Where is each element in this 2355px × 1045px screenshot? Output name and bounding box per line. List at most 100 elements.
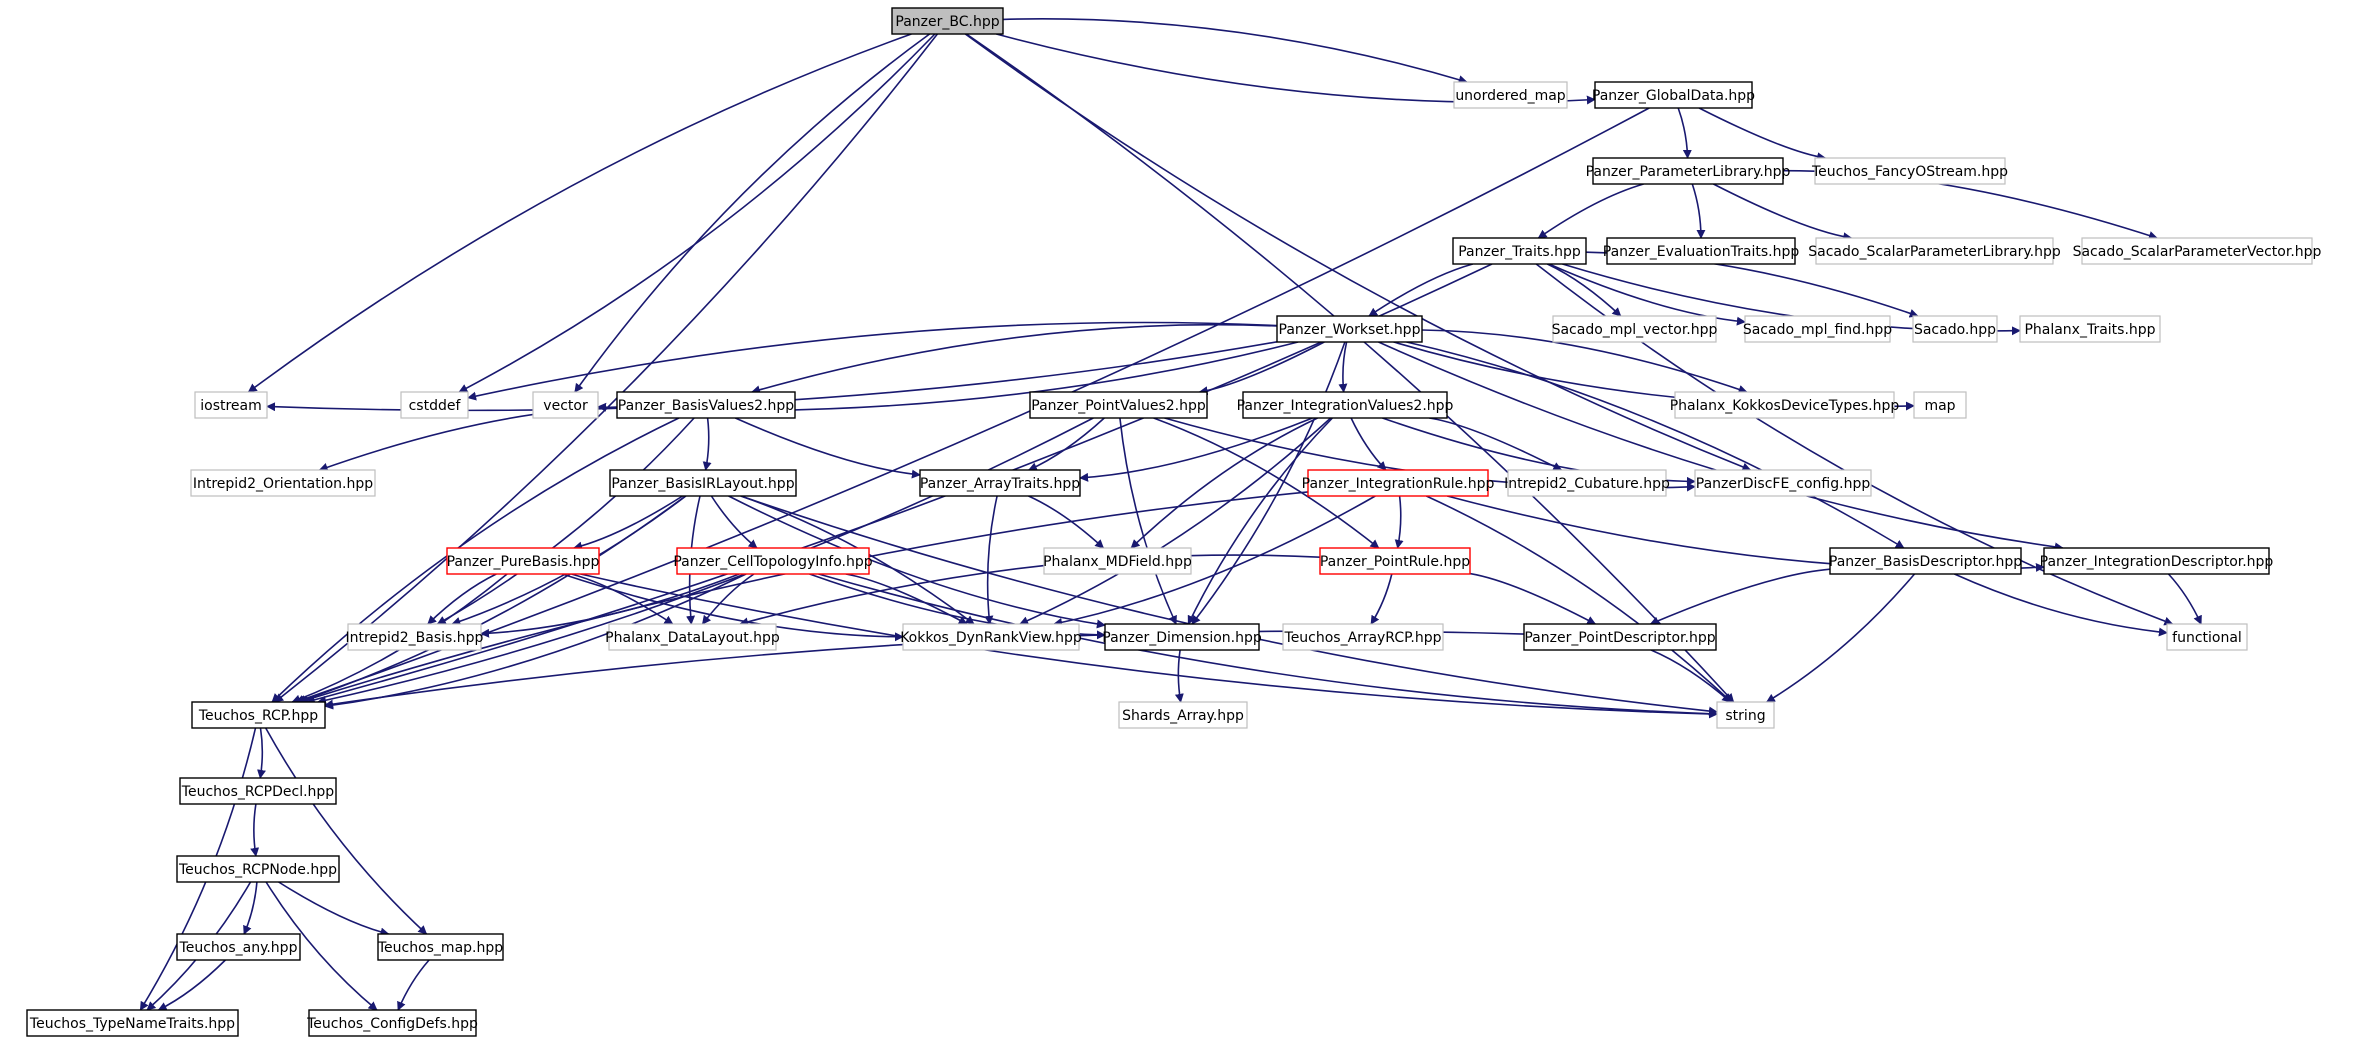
- edge-teuchos_map-to-teuchos_configdefs: [397, 959, 430, 1011]
- node-panzer-integrationdescriptor[interactable]: Panzer_IntegrationDescriptor.hpp: [2040, 547, 2274, 575]
- edge-panzer_integrationvalues2-to-panzer_arraytraits: [1079, 417, 1313, 482]
- edge-panzer_integrationrule-to-kokkos_dynrankview: [1053, 495, 1376, 627]
- node-label: Panzer_IntegrationDescriptor.hpp: [2040, 554, 2274, 570]
- edge-panzer_workset-to-panzer_integrationdescriptor: [1378, 341, 2064, 552]
- edge-panzer_basisirlayout-to-string: [740, 495, 1718, 716]
- node-panzer-globaldata[interactable]: Panzer_GlobalData.hpp: [1592, 81, 1755, 109]
- node-panzer-celltopologyinfo[interactable]: Panzer_CellTopologyInfo.hpp: [673, 547, 873, 575]
- edge-panzer_workset-to-panzer_dimension: [1191, 341, 1346, 625]
- node-panzer-integrationvalues2[interactable]: Panzer_IntegrationValues2.hpp: [1237, 391, 1454, 419]
- node-box: [532, 391, 599, 419]
- node-phalanx-kokkosdevicetypes: Phalanx_KokkosDeviceTypes.hpp: [1670, 391, 1899, 419]
- node-label: Panzer_PointDescriptor.hpp: [1524, 630, 1715, 646]
- edge-panzer_pointrule-to-panzer_pointdescriptor: [1469, 572, 1597, 625]
- node-box: [902, 623, 1080, 651]
- node-label: Teuchos_map.hpp: [377, 940, 503, 956]
- edge-panzer_basisirlayout-to-teuchos_rcp: [296, 495, 686, 704]
- node-label: Phalanx_Traits.hpp: [2024, 322, 2155, 338]
- node-box: [347, 623, 482, 651]
- node-box: [1815, 237, 2054, 265]
- edge-panzer_bc-to-cstddef: [458, 33, 936, 393]
- edge-panzer_workset-to-panzer_basisdescriptor: [1406, 341, 1905, 549]
- node-teuchos-any[interactable]: Teuchos_any.hpp: [176, 933, 301, 961]
- edge-panzer_parameterlibrary-to-panzer_evaluationtraits: [1691, 183, 1706, 239]
- node-label: Teuchos_FancyOStream.hpp: [1811, 164, 2008, 180]
- node-phalanx-traits: Phalanx_Traits.hpp: [2019, 315, 2161, 343]
- node-teuchos-map[interactable]: Teuchos_map.hpp: [377, 933, 504, 961]
- node-label: Panzer_IntegrationRule.hpp: [1302, 476, 1495, 492]
- node-panzer-purebasis[interactable]: Panzer_PureBasis.hpp: [446, 547, 600, 575]
- node-panzer-parameterlibrary[interactable]: Panzer_ParameterLibrary.hpp: [1586, 157, 1791, 185]
- node-panzer-bc[interactable]: Panzer_BC.hpp: [891, 7, 1004, 35]
- edge-panzer_pointvalues2-to-panzer_arraytraits: [1027, 417, 1105, 471]
- node-box: [2019, 315, 2161, 343]
- node-box: [1674, 391, 1895, 419]
- node-label: Panzer_PointValues2.hpp: [1031, 398, 1206, 414]
- node-teuchos-arrayrcp: Teuchos_ArrayRCP.hpp: [1282, 623, 1444, 651]
- node-label: Teuchos_RCPNode.hpp: [178, 862, 337, 878]
- edge-panzer_pointrule-to-phalanx_datalayout: [739, 554, 1321, 627]
- edge-panzer_integrationvalues2-to-phalanx_mdfield: [1130, 417, 1318, 549]
- node-label: Sacado_ScalarParameterLibrary.hpp: [1808, 244, 2061, 260]
- node-label: Panzer_PureBasis.hpp: [447, 554, 600, 570]
- node-label: Teuchos_ArrayRCP.hpp: [1284, 630, 1442, 646]
- edge-panzer_globaldata-to-teuchos_fancyostream: [1698, 107, 1827, 162]
- edge-panzer_globaldata-to-panzer_parameterlibrary: [1677, 107, 1692, 159]
- node-box: [1043, 547, 1192, 575]
- node-teuchos-rcpnode[interactable]: Teuchos_RCPNode.hpp: [176, 855, 340, 883]
- node-panzer-workset[interactable]: Panzer_Workset.hpp: [1276, 315, 1423, 343]
- node-box: [1307, 469, 1489, 497]
- node-panzer-traits[interactable]: Panzer_Traits.hpp: [1452, 237, 1587, 265]
- node-panzer-integrationrule[interactable]: Panzer_IntegrationRule.hpp: [1302, 469, 1495, 497]
- edge-panzer_celltopologyinfo-to-intrepid2_basis: [480, 573, 740, 638]
- edge-panzer_workset-to-phalanx_kokkosdevicetypes: [1421, 329, 1748, 394]
- node-box: [616, 391, 796, 419]
- node-teuchos-configdefs[interactable]: Teuchos_ConfigDefs.hpp: [306, 1009, 478, 1037]
- edge-teuchos_rcp-to-teuchos_map: [265, 727, 428, 935]
- edge-teuchos_rcpdecl-to-teuchos_rcpnode: [250, 803, 260, 857]
- node-map: map: [1913, 391, 1967, 419]
- node-panzer-pointdescriptor[interactable]: Panzer_PointDescriptor.hpp: [1523, 623, 1717, 651]
- node-panzer-basisvalues2[interactable]: Panzer_BasisValues2.hpp: [616, 391, 796, 419]
- node-box: [1912, 315, 1998, 343]
- node-teuchos-rcp[interactable]: Teuchos_RCP.hpp: [191, 701, 326, 729]
- node-box: [891, 7, 1004, 35]
- node-teuchos-typenametraits[interactable]: Teuchos_TypeNameTraits.hpp: [26, 1009, 239, 1037]
- edge-panzer_basisvalues2-to-panzer_basisirlayout: [702, 417, 712, 471]
- edge-panzer_integrationrule-to-panzer_pointrule: [1394, 495, 1404, 549]
- node-phalanx-datalayout: Phalanx_DataLayout.hpp: [605, 623, 780, 651]
- edge-panzer_basisvalues2-to-teuchos_rcp: [271, 417, 680, 703]
- node-panzer-basisirlayout[interactable]: Panzer_BasisIRLayout.hpp: [609, 469, 797, 497]
- node-panzer-dimension[interactable]: Panzer_Dimension.hpp: [1102, 623, 1262, 651]
- node-box: [1606, 237, 1796, 265]
- node-box: [1507, 469, 1667, 497]
- node-teuchos-rcpdecl[interactable]: Teuchos_RCPDecl.hpp: [179, 777, 337, 805]
- edge-panzer_integrationvalues2-to-intrepid2_cubature: [1429, 417, 1563, 471]
- edge-teuchos_rcpnode-to-teuchos_configdefs: [265, 881, 378, 1011]
- node-label: Shards_Array.hpp: [1122, 708, 1244, 724]
- node-panzer-pointvalues2[interactable]: Panzer_PointValues2.hpp: [1029, 391, 1208, 419]
- node-label: Teuchos_any.hpp: [179, 940, 298, 956]
- node-box: [608, 623, 777, 651]
- node-kokkos-dynrankview: Kokkos_DynRankView.hpp: [900, 623, 1082, 651]
- node-box: [400, 391, 469, 419]
- node-label: cstddef: [409, 398, 462, 414]
- node-box: [919, 469, 1081, 497]
- node-label: Panzer_CellTopologyInfo.hpp: [673, 554, 872, 570]
- node-panzer-evaluationtraits[interactable]: Panzer_EvaluationTraits.hpp: [1603, 237, 1800, 265]
- edge-panzer_workset-to-panzer_basisvalues2: [751, 323, 1278, 395]
- node-box: [377, 933, 504, 961]
- node-panzer-basisdescriptor[interactable]: Panzer_BasisDescriptor.hpp: [1829, 547, 2022, 575]
- node-panzer-arraytraits[interactable]: Panzer_ArrayTraits.hpp: [919, 469, 1081, 497]
- edge-panzer_bc-to-vector: [574, 33, 931, 393]
- node-label: Sacado_mpl_find.hpp: [1743, 322, 1892, 338]
- node-panzer-pointrule[interactable]: Panzer_PointRule.hpp: [1319, 547, 1471, 575]
- node-intrepid2-orientation: Intrepid2_Orientation.hpp: [190, 469, 376, 497]
- node-box: [191, 701, 326, 729]
- node-intrepid2-basis: Intrepid2_Basis.hpp: [346, 623, 484, 651]
- node-box: [1319, 547, 1471, 575]
- node-label: Panzer_EvaluationTraits.hpp: [1603, 244, 1800, 260]
- node-label: PanzerDiscFE_config.hpp: [1696, 476, 1871, 492]
- node-label: Panzer_GlobalData.hpp: [1592, 88, 1755, 104]
- edge-panzer_basisvalues2-to-panzer_arraytraits: [734, 417, 921, 479]
